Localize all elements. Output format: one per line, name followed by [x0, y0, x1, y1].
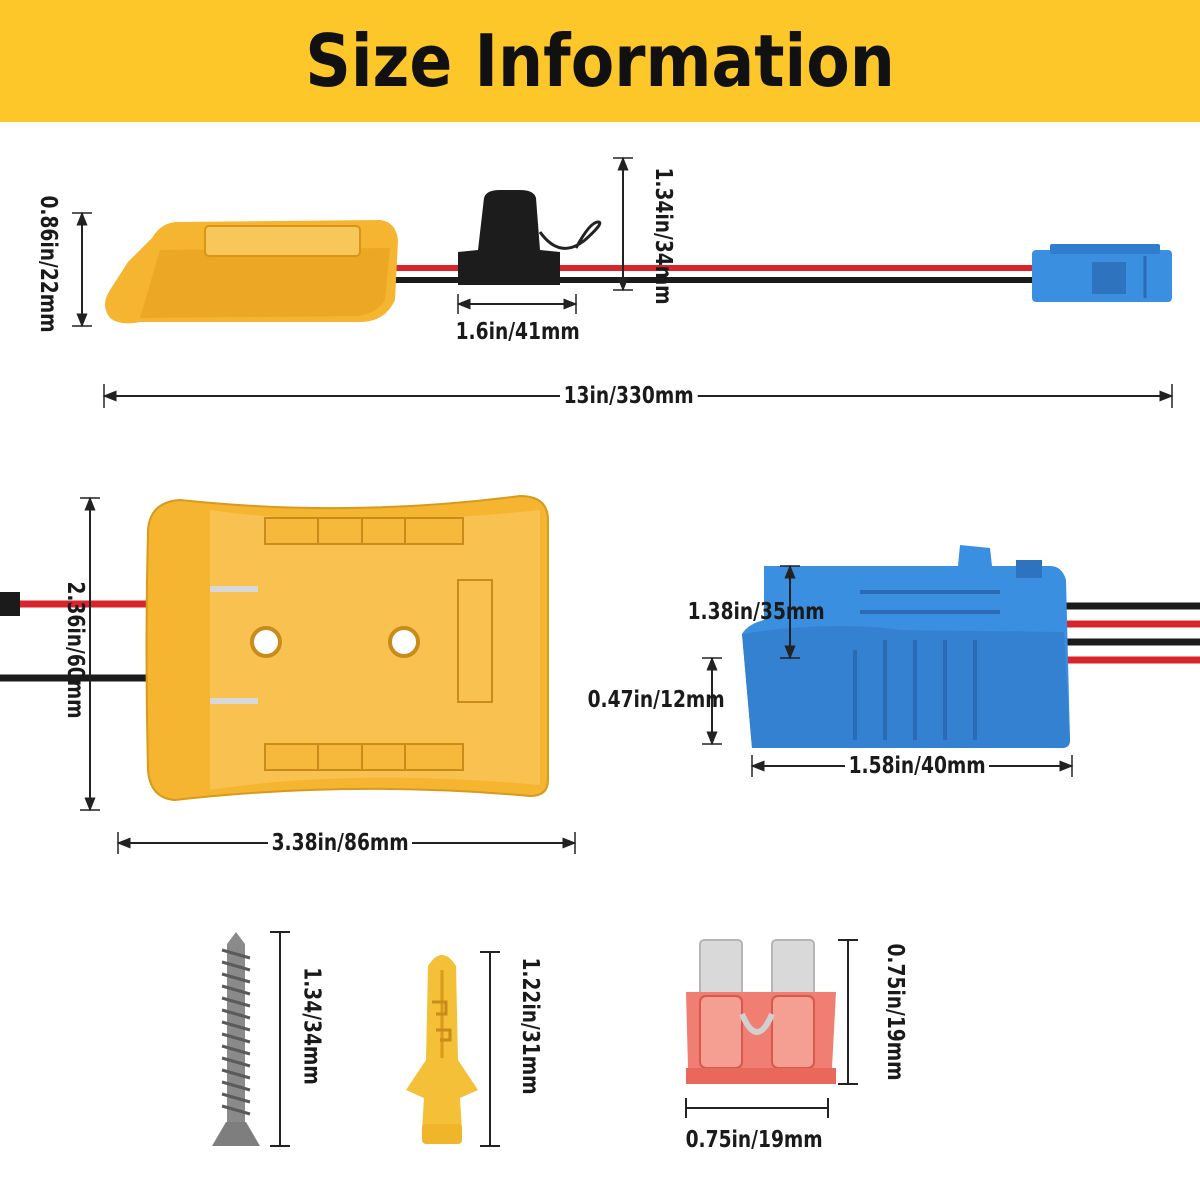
connector-thickness-label: 0.47in/12mm	[587, 687, 725, 713]
fuse-width-label: 0.75in/19mm	[685, 1127, 823, 1153]
page-title: Size Information	[305, 19, 895, 103]
adapter-top-width-label: 3.38in/86mm	[268, 829, 413, 857]
connector-side	[1032, 244, 1172, 302]
title-banner: Size Information	[0, 0, 1200, 122]
adapter-top-height-label: 2.36in/60mm	[62, 581, 89, 719]
anchor-length-label: 1.22in/31mm	[517, 957, 544, 1095]
screw	[212, 932, 260, 1146]
connector-height-label: 1.38in/35mm	[687, 599, 825, 625]
fuse-holder-height-label: 1.34in/34mm	[650, 167, 677, 305]
cable-length-label: 13in/330mm	[560, 382, 698, 410]
connector-width-label: 1.58in/40mm	[845, 752, 990, 780]
fuse-height-label: 0.75in/19mm	[882, 943, 909, 1081]
fuse-holder-width-label: 1.6in/41mm	[455, 319, 580, 345]
blade-fuse	[686, 939, 836, 1084]
screw-length-label: 1.34/34mm	[298, 967, 325, 1085]
fuse-cap-strap	[538, 220, 602, 250]
adapter-top-view	[0, 494, 549, 802]
cable-side-view	[105, 190, 1172, 324]
fuse-holder	[458, 190, 560, 285]
adapter-height-label: 0.86in/22mm	[34, 191, 63, 337]
wall-anchor	[406, 955, 478, 1144]
connector-top-view	[742, 545, 1200, 748]
